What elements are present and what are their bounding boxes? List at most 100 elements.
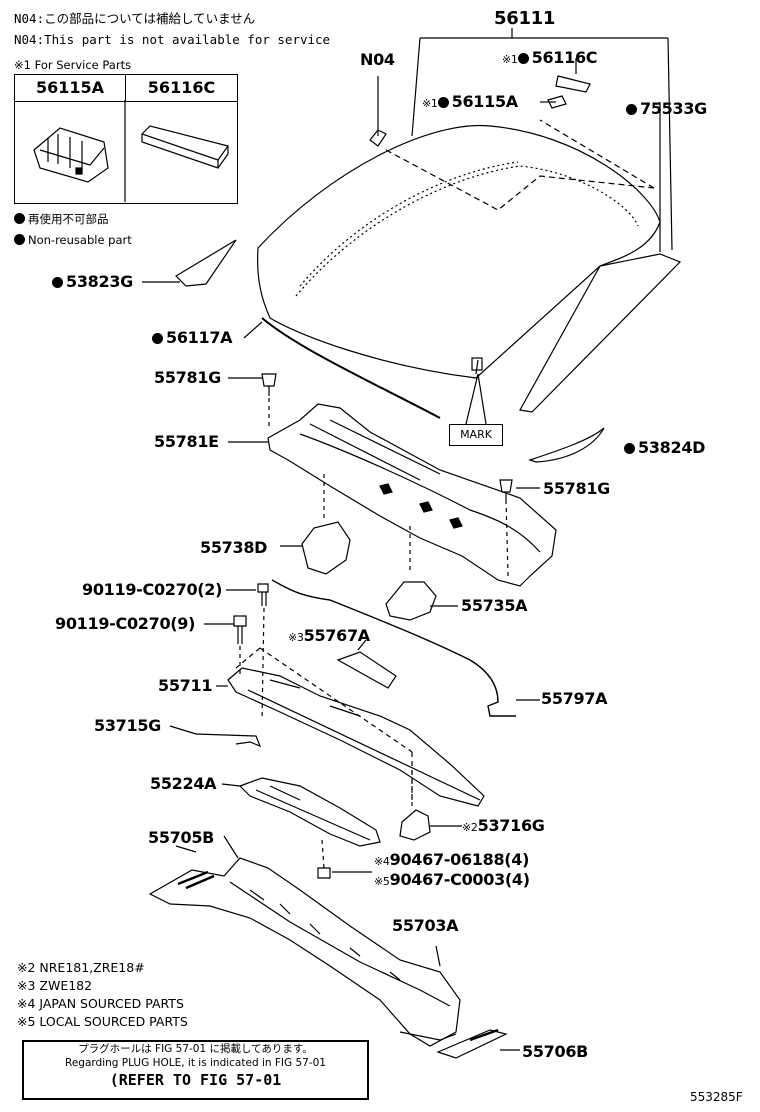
legend-jp-text: 再使用不可部品 [28,212,109,226]
part-no: 90467-C0003(4) [389,870,530,889]
mark-box: MARK [449,424,503,446]
label-53715G: 53715G [94,716,161,735]
label-90119-2: 90119-C0270(2) [82,580,223,599]
label-56116C: ※1 56116C [502,48,598,69]
label-55767A: ※355767A [288,627,370,647]
part-no: 53823G [66,272,133,291]
label-90467-C0003: ※590467-C0003(4) [374,871,530,891]
windshield-glass [257,75,661,379]
footnote-3: ※3 ZWE182 [17,978,93,993]
service-parts-table: 56115A 56116C [14,74,238,204]
label-55738D: 55738D [200,538,268,557]
n04-note-en: N04:This part is not available for servi… [14,32,331,47]
non-reusable-dot-icon [14,213,25,224]
footnote-2: ※2 NRE181,ZRE18# [17,960,145,975]
non-reusable-dot-icon [626,104,637,115]
non-reusable-dot-icon [437,97,449,108]
figure-code: 553285F [690,1090,743,1104]
label-55224A: 55224A [150,774,217,793]
marker-5: ※5 [374,875,390,888]
label-55711: 55711 [158,676,213,695]
non-reusable-dot-icon [152,333,163,344]
legend-en-text: Non-reusable part [28,233,132,247]
label-n04: N04 [360,50,395,69]
marker-2: ※2 [462,821,478,834]
part-no: 56115A [451,92,519,111]
label-56117A: 56117A [152,328,233,347]
seal-55706B [436,1029,508,1059]
clip-56115A-illustration [33,127,109,183]
non-reusable-dot-icon [14,234,25,245]
label-55706B: 55706B [522,1042,589,1061]
label-75533G: 75533G [626,100,707,118]
reference-box: プラグホールは FIG 57-01 に掲載してあります。 Regarding P… [22,1040,369,1100]
legend-en: Non-reusable part [14,233,132,247]
tube-53715G [195,733,262,748]
spacer-53823G [175,239,237,287]
clip-55781G-top [228,373,277,426]
seal-55706B-rib [469,1028,499,1042]
label-55781G-top: 55781G [154,368,221,387]
label-90467-06188: ※490467-06188(4) [374,851,529,871]
reference-jp: プラグホールは FIG 57-01 に掲載してあります。 [78,1043,313,1055]
reinforcement-55224A [221,777,381,869]
clip-55781G-right [499,479,540,577]
leader-55767A [357,639,367,651]
leader-56117A [243,321,263,339]
leader-56111 [411,28,673,251]
part-no: 53824D [638,438,706,457]
reference-fig: (REFER TO FIG 57-01 [109,1071,282,1089]
service-table-col-56116C: 56116C [126,75,237,102]
part-no: 90467-06188(4) [389,850,530,869]
label-55797A: 55797A [541,689,608,708]
part-no: 56116C [531,48,598,67]
spacer-53824D [528,427,605,463]
non-reusable-dot-icon [52,277,63,288]
part-no: 55767A [303,626,371,645]
legend-jp: 再使用不可部品 [14,212,109,226]
service-table-col-56115A: 56115A [15,75,126,102]
label-56115A: ※1 56115A [422,93,518,113]
marker-1: ※1 [422,97,438,110]
service-table-title: ※1 For Service Parts [14,58,132,72]
dash-panel-55703A [148,835,461,1047]
cover-55735A [385,581,437,621]
part-no: 56117A [166,328,233,347]
seal-55767A [336,651,397,689]
marker-1: ※1 [502,53,518,66]
bolt-90119-9 [204,615,247,676]
cover-55738D [301,521,351,575]
cowl-ventilator-55781E [228,403,557,587]
bolt-90119-2 [226,583,269,721]
bracket-53716G [399,809,431,841]
n04-note-jp: N04:この部品については補給していません [14,11,256,26]
leader-55703A [435,945,441,967]
label-55781E: 55781E [154,432,219,451]
label-56111: 56111 [494,8,556,29]
molding-56117A [261,317,441,419]
footnote-4: ※4 JAPAN SOURCED PARTS [17,996,184,1011]
hose-55797A [271,579,516,717]
mark-tag [471,357,483,371]
part-no: 53716G [477,816,545,835]
label-53716G: ※253716G [462,817,545,837]
label-55703A: 55703A [392,916,459,935]
non-reusable-dot-icon [517,53,529,64]
label-55735A: 55735A [461,596,528,615]
leader-mark [465,359,487,425]
marker-3: ※3 [288,631,304,644]
footnote-5: ※5 LOCAL SOURCED PARTS [17,1014,188,1029]
molding-75533G [519,253,682,413]
label-55705B: 55705B [148,828,215,847]
pad-56116C-illustration [140,125,229,169]
cowl-panel-55711 [216,647,485,807]
non-reusable-dot-icon [624,443,635,454]
label-53824D: 53824D [624,439,705,457]
label-53823G: 53823G [52,273,133,291]
leader-53715G [169,725,197,735]
clip-90467 [317,867,331,879]
reference-en: Regarding PLUG HOLE, it is indicated in … [65,1057,326,1069]
label-90119-9: 90119-C0270(9) [55,614,196,633]
part-no: 75533G [640,99,707,118]
